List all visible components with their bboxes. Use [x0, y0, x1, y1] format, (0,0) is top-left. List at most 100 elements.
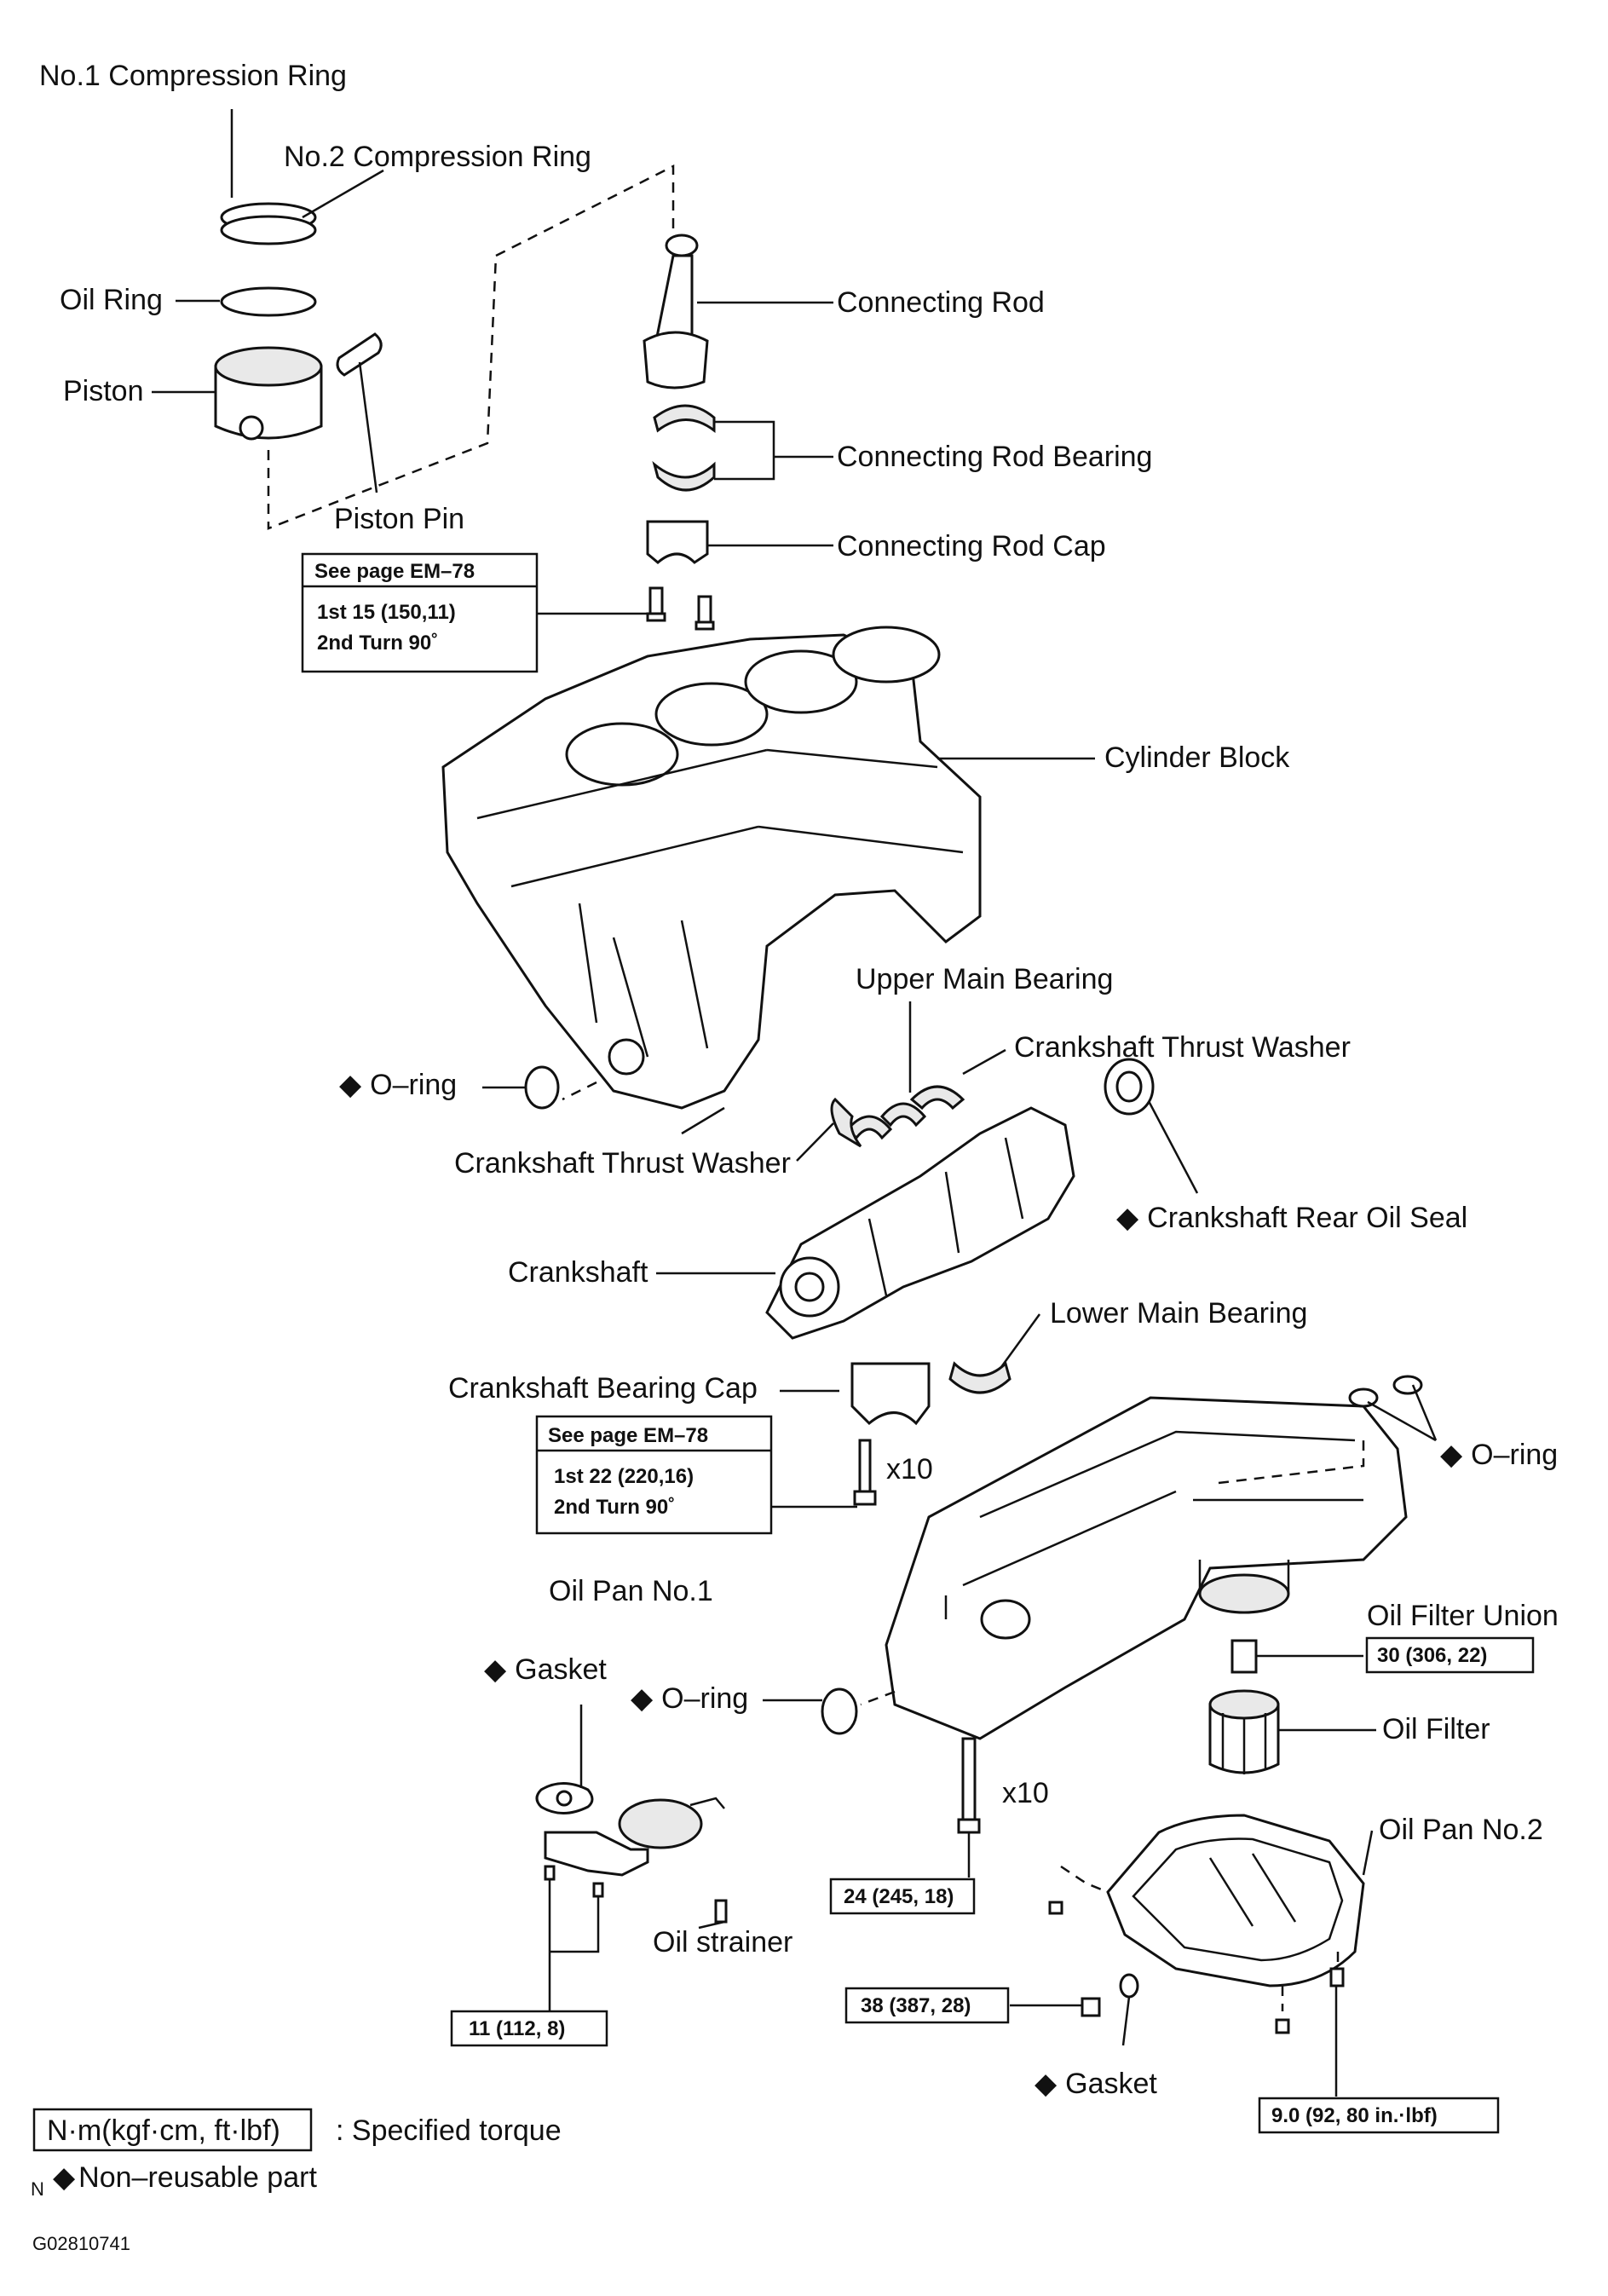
pan2-inner-rim — [1132, 1837, 1344, 1962]
rod-small-end — [665, 234, 699, 257]
strainer-pipe — [544, 1831, 649, 1877]
pan1-oring-top-2 — [1392, 1375, 1423, 1395]
label-oil-filter-union: Oil Filter Union — [1367, 1600, 1559, 1632]
rod-cap-bolt-2 — [694, 595, 715, 631]
pan2-nut-bottom — [1275, 2018, 1290, 2034]
lower-main-bearing-part — [948, 1361, 1011, 1394]
oring-pan-part — [821, 1687, 858, 1735]
oil-ring-part — [220, 286, 317, 317]
oil-filter-flutes — [1221, 1713, 1267, 1774]
crankshaft-assembly — [765, 1058, 1155, 1506]
label-lower-main-bearing: Lower Main Bearing — [1050, 1297, 1307, 1330]
block-ribs — [476, 748, 964, 888]
drain-gasket-part — [1119, 1973, 1139, 1999]
cylinder-block-part — [441, 626, 982, 1135]
crankshaft-part — [765, 1106, 1075, 1340]
label-bearing-cap: Crankshaft Bearing Cap — [448, 1372, 758, 1405]
strainer-bracket — [689, 1797, 725, 1809]
block-bore-port — [608, 1038, 645, 1076]
cylinder-bore-4 — [832, 626, 941, 684]
pan2-bolt — [1329, 1967, 1345, 1987]
torque-rod-cap-line1: 1st 15 (150,11) — [317, 601, 456, 624]
oring-block-part — [524, 1065, 560, 1110]
label-compression-ring-1: No.1 Compression Ring — [39, 60, 347, 92]
pan1-oring-dashed — [860, 1690, 896, 1706]
crank-throws — [867, 1137, 1024, 1296]
strainer-bolt-2 — [592, 1882, 604, 1898]
pan1-outline — [885, 1396, 1408, 1740]
drain-plug-part — [1081, 1997, 1101, 2017]
assembly-dashed-line — [267, 164, 675, 530]
upper-main-bearing-1 — [879, 1102, 927, 1128]
part-labels: No.1 Compression Ring No.2 Compression R… — [39, 60, 1559, 2100]
label-oil-strainer: Oil strainer — [653, 1926, 792, 1959]
torque-bearing-cap-line2: 2nd Turn 90˚ — [554, 1496, 675, 1519]
oil-pan-2-part — [1048, 1814, 1365, 2034]
diamond-icon: ◆ — [484, 1653, 507, 1686]
bearing-cap-part — [850, 1362, 931, 1426]
label-oring-pan-top: ◆O–ring — [1440, 1439, 1558, 1471]
label-oil-pan-1: Oil Pan No.1 — [549, 1575, 713, 1607]
diamond-icon: ◆ — [53, 2161, 76, 2194]
diamond-icon: ◆ — [1035, 2068, 1058, 2100]
block-webs — [578, 903, 709, 1058]
multiplier-bearing-cap-bolts: x10 — [886, 1453, 933, 1485]
legend-unit-text: : Specified torque — [336, 2114, 562, 2147]
pan2-nut-left — [1048, 1901, 1063, 1915]
filter-union-part — [1230, 1639, 1258, 1674]
strainer-gasket-hole — [556, 1790, 573, 1807]
label-oil-filter: Oil Filter — [1382, 1713, 1490, 1745]
oil-strainer-assembly — [535, 1782, 728, 1924]
label-rear-oil-seal: ◆Crankshaft Rear Oil Seal — [1116, 1202, 1467, 1234]
legend-n-mark: N — [31, 2178, 44, 2200]
label-oring-pan-left: ◆O–ring — [631, 1682, 748, 1715]
pan1-oring-top-dashed — [1218, 1440, 1365, 1485]
label-oil-pan-2: Oil Pan No.2 — [1379, 1814, 1543, 1846]
legend-nonreusable: ◆Non–reusable part — [53, 2161, 317, 2194]
diamond-icon: ◆ — [1440, 1439, 1463, 1471]
leader-lines — [152, 109, 1438, 2097]
multiplier-pan-bolts: x10 — [1002, 1777, 1049, 1809]
pan1-ribs — [962, 1430, 1363, 1587]
torque-rod-cap-header: See page EM–78 — [314, 560, 475, 583]
diamond-icon: ◆ — [1116, 1202, 1139, 1234]
legend-unit-box: N·m(kgf·cm, ft·lbf) — [47, 2114, 280, 2147]
torque-strainer: 11 (112, 8) — [469, 2017, 565, 2040]
piston-pin-boss — [239, 415, 264, 441]
label-connecting-rod-cap: Connecting Rod Cap — [837, 530, 1106, 562]
pan1-port — [980, 1599, 1031, 1640]
rod-cap-bolt-1 — [646, 586, 666, 622]
label-crankshaft: Crankshaft — [508, 1256, 648, 1289]
torque-box-strainer: 11 (112, 8) — [450, 2010, 608, 2047]
label-gasket-strainer: ◆Gasket — [484, 1653, 607, 1686]
piston-pin-part — [336, 332, 383, 377]
oil-filter-top — [1208, 1689, 1280, 1720]
torque-pan-bolts: 24 (245, 18) — [844, 1885, 954, 1908]
rear-oil-seal-inner — [1115, 1070, 1143, 1103]
label-oring-block: ◆O–ring — [339, 1069, 457, 1101]
connecting-rod-assembly — [643, 234, 716, 631]
thrust-washer-left-part — [830, 1097, 862, 1148]
torque-drain-plug: 38 (387, 28) — [861, 1994, 971, 2017]
pan1-filter-mount — [1198, 1573, 1290, 1614]
torque-box-pan2-bolts: 9.0 (92, 80 in.·lbf) — [1258, 2097, 1500, 2134]
label-piston: Piston — [63, 375, 144, 407]
rod-bearing-lower — [652, 460, 716, 492]
legend: N·m(kgf·cm, ft·lbf) : Specified torque N… — [31, 2108, 562, 2254]
strainer-bolt-1 — [544, 1865, 556, 1881]
pan2-ribs — [1208, 1853, 1297, 1927]
torque-pan2-bolts: 9.0 (92, 80 in.·lbf) — [1271, 2104, 1438, 2127]
bearing-cap-bolt — [853, 1439, 877, 1506]
torque-filter-union: 30 (306, 22) — [1377, 1644, 1487, 1667]
compression-ring-2 — [220, 215, 317, 245]
torque-box-filter-union: 30 (306, 22) — [1365, 1636, 1535, 1674]
torque-rod-cap-line2: 2nd Turn 90˚ — [317, 632, 438, 655]
torque-box-pan-bolts: 24 (245, 18) — [829, 1878, 976, 1915]
rod-bearing-upper — [653, 404, 716, 434]
label-compression-ring-2: No.2 Compression Ring — [284, 141, 591, 173]
torque-box-drain-plug: 38 (387, 28) — [844, 1987, 1010, 2024]
torque-bearing-cap-line1: 1st 22 (220,16) — [554, 1465, 694, 1488]
cylinder-bore-3 — [744, 649, 858, 714]
block-dowel — [681, 1106, 725, 1135]
